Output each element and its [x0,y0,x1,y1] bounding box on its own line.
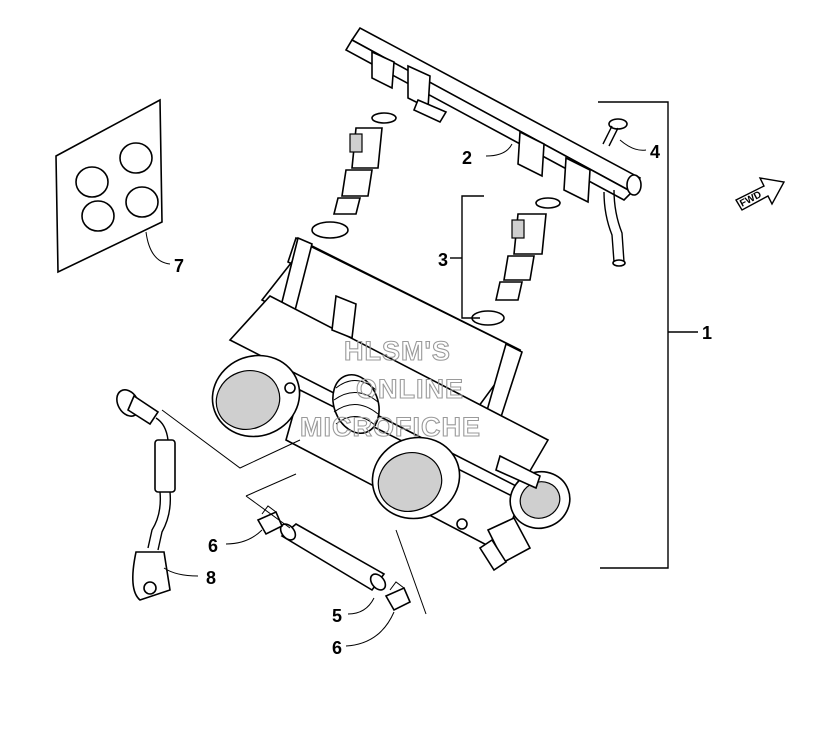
hose [279,523,387,592]
callout-2: 2 [462,148,472,168]
callout-6-lower: 6 [332,638,342,658]
callout-1: 1 [702,323,712,343]
throttle-body [211,236,571,572]
gasket [55,98,163,274]
fuel-injector-left [311,112,397,239]
forward-arrow-icon: FWD [735,177,786,211]
callout-4: 4 [650,142,660,162]
bolt [602,118,628,147]
watermark-line-3: MICROFICHE [300,412,481,442]
hose-clamp-lower [384,581,412,612]
callout-5: 5 [332,606,342,626]
ground-cable [116,389,176,601]
watermark-line-2: ONLINE [356,374,464,404]
forward-arrow-label: FWD [738,189,763,209]
callout-3: 3 [438,250,448,270]
leader-lines [145,101,698,647]
watermark: HLSM'S ONLINE MICROFICHE [299,335,481,442]
callout-6-upper: 6 [208,536,218,556]
fuel-injector-right [471,197,561,326]
fuel-rail [344,26,642,267]
callout-7: 7 [174,256,184,276]
watermark-line-1: HLSM'S [344,336,451,366]
callout-8: 8 [206,568,216,588]
